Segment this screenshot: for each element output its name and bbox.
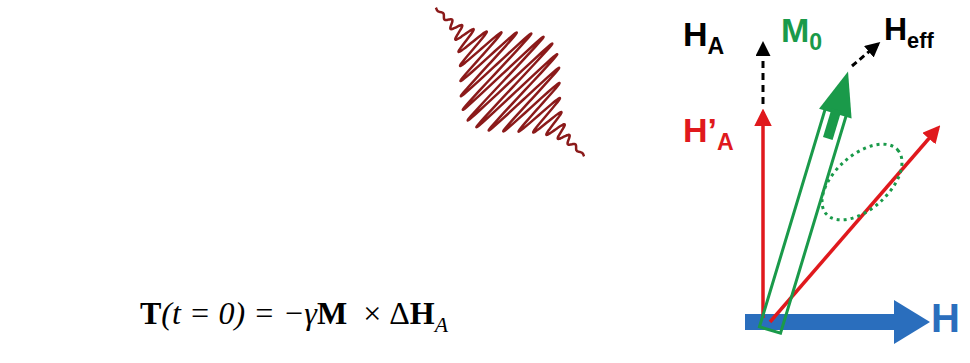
label-group: Heff: [884, 12, 934, 53]
field-symbol: H: [931, 296, 960, 340]
magnetization-symbol: M: [781, 11, 809, 49]
field-symbol: H’: [683, 111, 717, 149]
equation-text: × Δ: [363, 295, 410, 331]
magnetization-arrow: [754, 67, 865, 335]
label-group: M0: [781, 12, 822, 56]
equation-text: (t = 0) = −γ: [161, 295, 317, 331]
modified-anisotropy-arrow: [761, 112, 765, 318]
anisotropy-field-arrow: [762, 44, 765, 104]
magnetization-symbol: M: [317, 295, 347, 331]
field-subscript: A: [717, 129, 734, 155]
precession-ellipse: [808, 130, 915, 234]
label-group: H’A: [683, 112, 734, 156]
field-symbol: H: [410, 295, 435, 331]
field-subscript: A: [435, 313, 448, 337]
applied-field-arrow: [745, 300, 930, 344]
field-symbol: H: [884, 11, 907, 47]
label-group: T(t = 0) = −γM × ΔHA: [140, 296, 448, 338]
field-symbol: H: [683, 15, 708, 53]
laser-pulse: [436, 8, 584, 157]
torque-symbol: T: [140, 295, 161, 331]
new-effective-field-arrow: [770, 128, 938, 322]
label-group: HA: [683, 16, 724, 60]
field-subscript: eff: [907, 28, 934, 53]
magnetization-subscript: 0: [809, 29, 822, 55]
laser-pulse-wave: [436, 8, 584, 157]
label-group: H: [931, 296, 960, 340]
effective-field-arrow: [852, 44, 878, 66]
field-subscript: A: [708, 33, 725, 59]
